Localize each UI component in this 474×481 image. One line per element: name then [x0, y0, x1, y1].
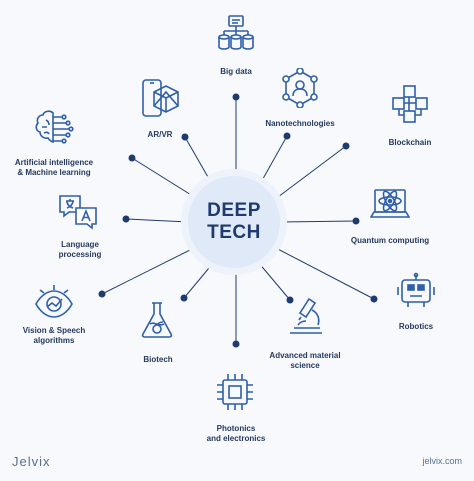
- label-material-line-2: science: [290, 361, 320, 370]
- label-big-data: Big data: [220, 67, 252, 76]
- label-vision: Vision & Speech algorithms: [14, 326, 94, 346]
- ar-cube-icon: [140, 78, 180, 118]
- label-vision-line-2: algorithms: [33, 336, 75, 345]
- label-ai-line-2: & Machine learning: [17, 168, 91, 177]
- label-biotech: Biotech: [143, 355, 173, 364]
- atom-laptop-icon: [370, 186, 410, 226]
- microscope-icon: [286, 296, 326, 336]
- label-blockchain: Blockchain: [388, 138, 432, 147]
- site-url[interactable]: jelvix.com: [422, 456, 462, 466]
- label-language-line-2: processing: [58, 250, 102, 259]
- deep-tech-hub: DEEP TECH: [188, 176, 280, 268]
- flask-icon: [137, 300, 177, 340]
- label-quantum: Quantum computing: [350, 236, 430, 245]
- eye-chart-icon: [34, 282, 74, 322]
- label-nanotech: Nanotechnologies: [265, 119, 335, 128]
- label-photonics-line-1: Photonics: [216, 424, 256, 433]
- blocks-icon: [390, 84, 430, 124]
- robot-icon: [396, 272, 436, 312]
- label-arvr: AR/VR: [147, 130, 173, 139]
- label-material-line-1: Advanced material: [269, 351, 341, 360]
- label-robotics: Robotics: [398, 322, 434, 331]
- label-photonics: Photonics and electronics: [196, 424, 276, 444]
- label-photonics-line-2: and electronics: [206, 434, 266, 443]
- brand-logo: Jelvix: [12, 454, 51, 469]
- brain-chip-icon: [34, 108, 74, 148]
- label-ai-line-1: Artificial intelligence: [14, 158, 94, 167]
- chip-icon: [215, 372, 255, 412]
- hub-line-1: DEEP: [207, 200, 261, 221]
- database-icon: [216, 14, 256, 54]
- hub-line-2: TECH: [207, 222, 261, 243]
- translate-icon: [58, 192, 98, 232]
- label-ai: Artificial intelligence & Machine learni…: [4, 158, 104, 178]
- molecule-icon: [280, 68, 320, 108]
- label-vision-line-1: Vision & Speech: [22, 326, 86, 335]
- label-language: Language processing: [40, 240, 120, 260]
- label-material: Advanced material science: [260, 351, 350, 371]
- label-language-line-1: Language: [61, 240, 99, 249]
